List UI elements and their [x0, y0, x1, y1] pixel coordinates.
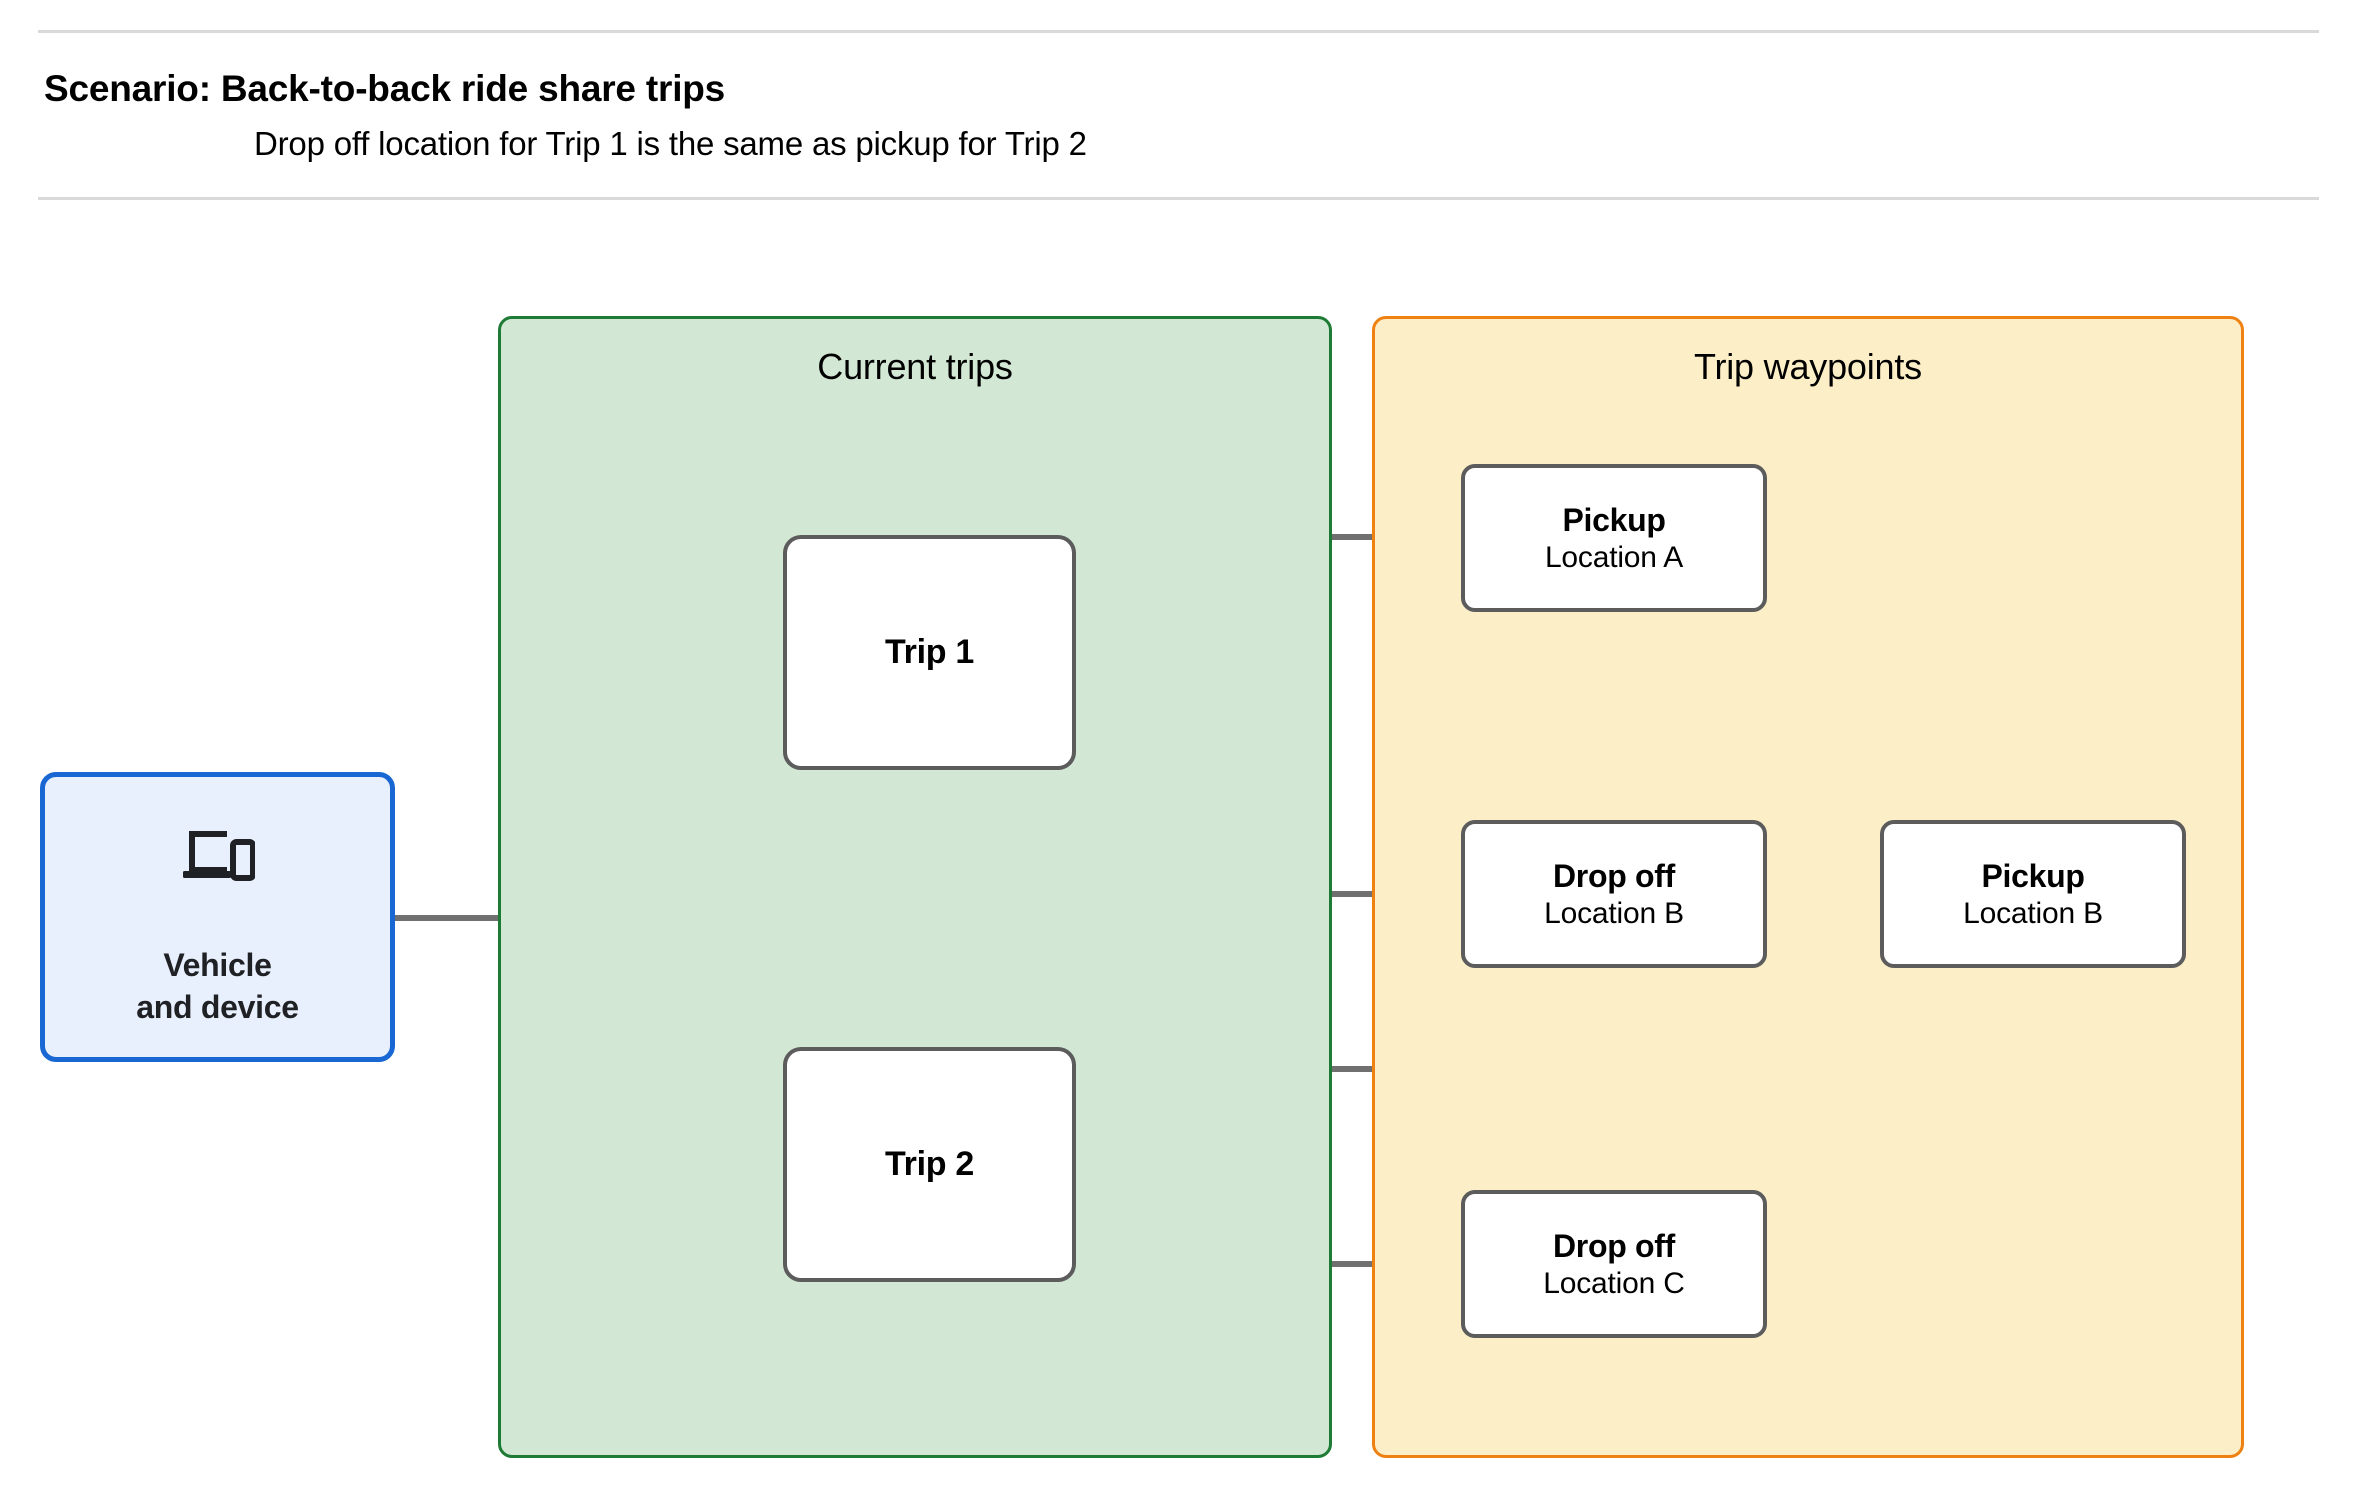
node-waypoint-dropoff-c[interactable]: Drop off Location C — [1461, 1190, 1767, 1338]
waypoint-dropoff-b-location: Location B — [1544, 896, 1684, 930]
waypoint-dropoff-c-location: Location C — [1543, 1266, 1685, 1300]
group-trip-waypoints-title: Trip waypoints — [1694, 346, 1922, 387]
node-trip-2-label: Trip 2 — [885, 1145, 974, 1183]
waypoint-dropoff-c-title: Drop off — [1552, 1228, 1675, 1265]
node-vehicle-and-device[interactable]: Vehicle and device — [40, 772, 395, 1062]
node-vehicle-label: Vehicle and device — [136, 947, 299, 1025]
page-subtitle: Drop off location for Trip 1 is the same… — [254, 125, 1087, 162]
waypoint-dropoff-b-title: Drop off — [1552, 858, 1675, 895]
waypoint-pickup-a-title: Pickup — [1562, 502, 1666, 539]
node-trip-2[interactable]: Trip 2 — [783, 1047, 1076, 1282]
header-divider-top — [38, 30, 2319, 33]
waypoint-pickup-b-title: Pickup — [1981, 858, 2085, 895]
node-waypoint-pickup-a[interactable]: Pickup Location A — [1461, 464, 1767, 612]
waypoint-pickup-a-location: Location A — [1544, 540, 1684, 574]
node-waypoint-dropoff-b[interactable]: Drop off Location B — [1461, 820, 1767, 968]
page-title: Scenario: Back-to-back ride share trips — [44, 68, 726, 109]
header-divider-bottom — [38, 197, 2319, 200]
devices-icon — [182, 831, 255, 881]
node-waypoint-pickup-b[interactable]: Pickup Location B — [1880, 820, 2186, 968]
waypoint-pickup-b-location: Location B — [1963, 896, 2103, 930]
group-current-trips: Current trips — [498, 316, 1332, 1458]
node-trip-1-label: Trip 1 — [885, 633, 974, 671]
node-trip-1[interactable]: Trip 1 — [783, 535, 1076, 770]
group-current-trips-title: Current trips — [817, 346, 1013, 387]
